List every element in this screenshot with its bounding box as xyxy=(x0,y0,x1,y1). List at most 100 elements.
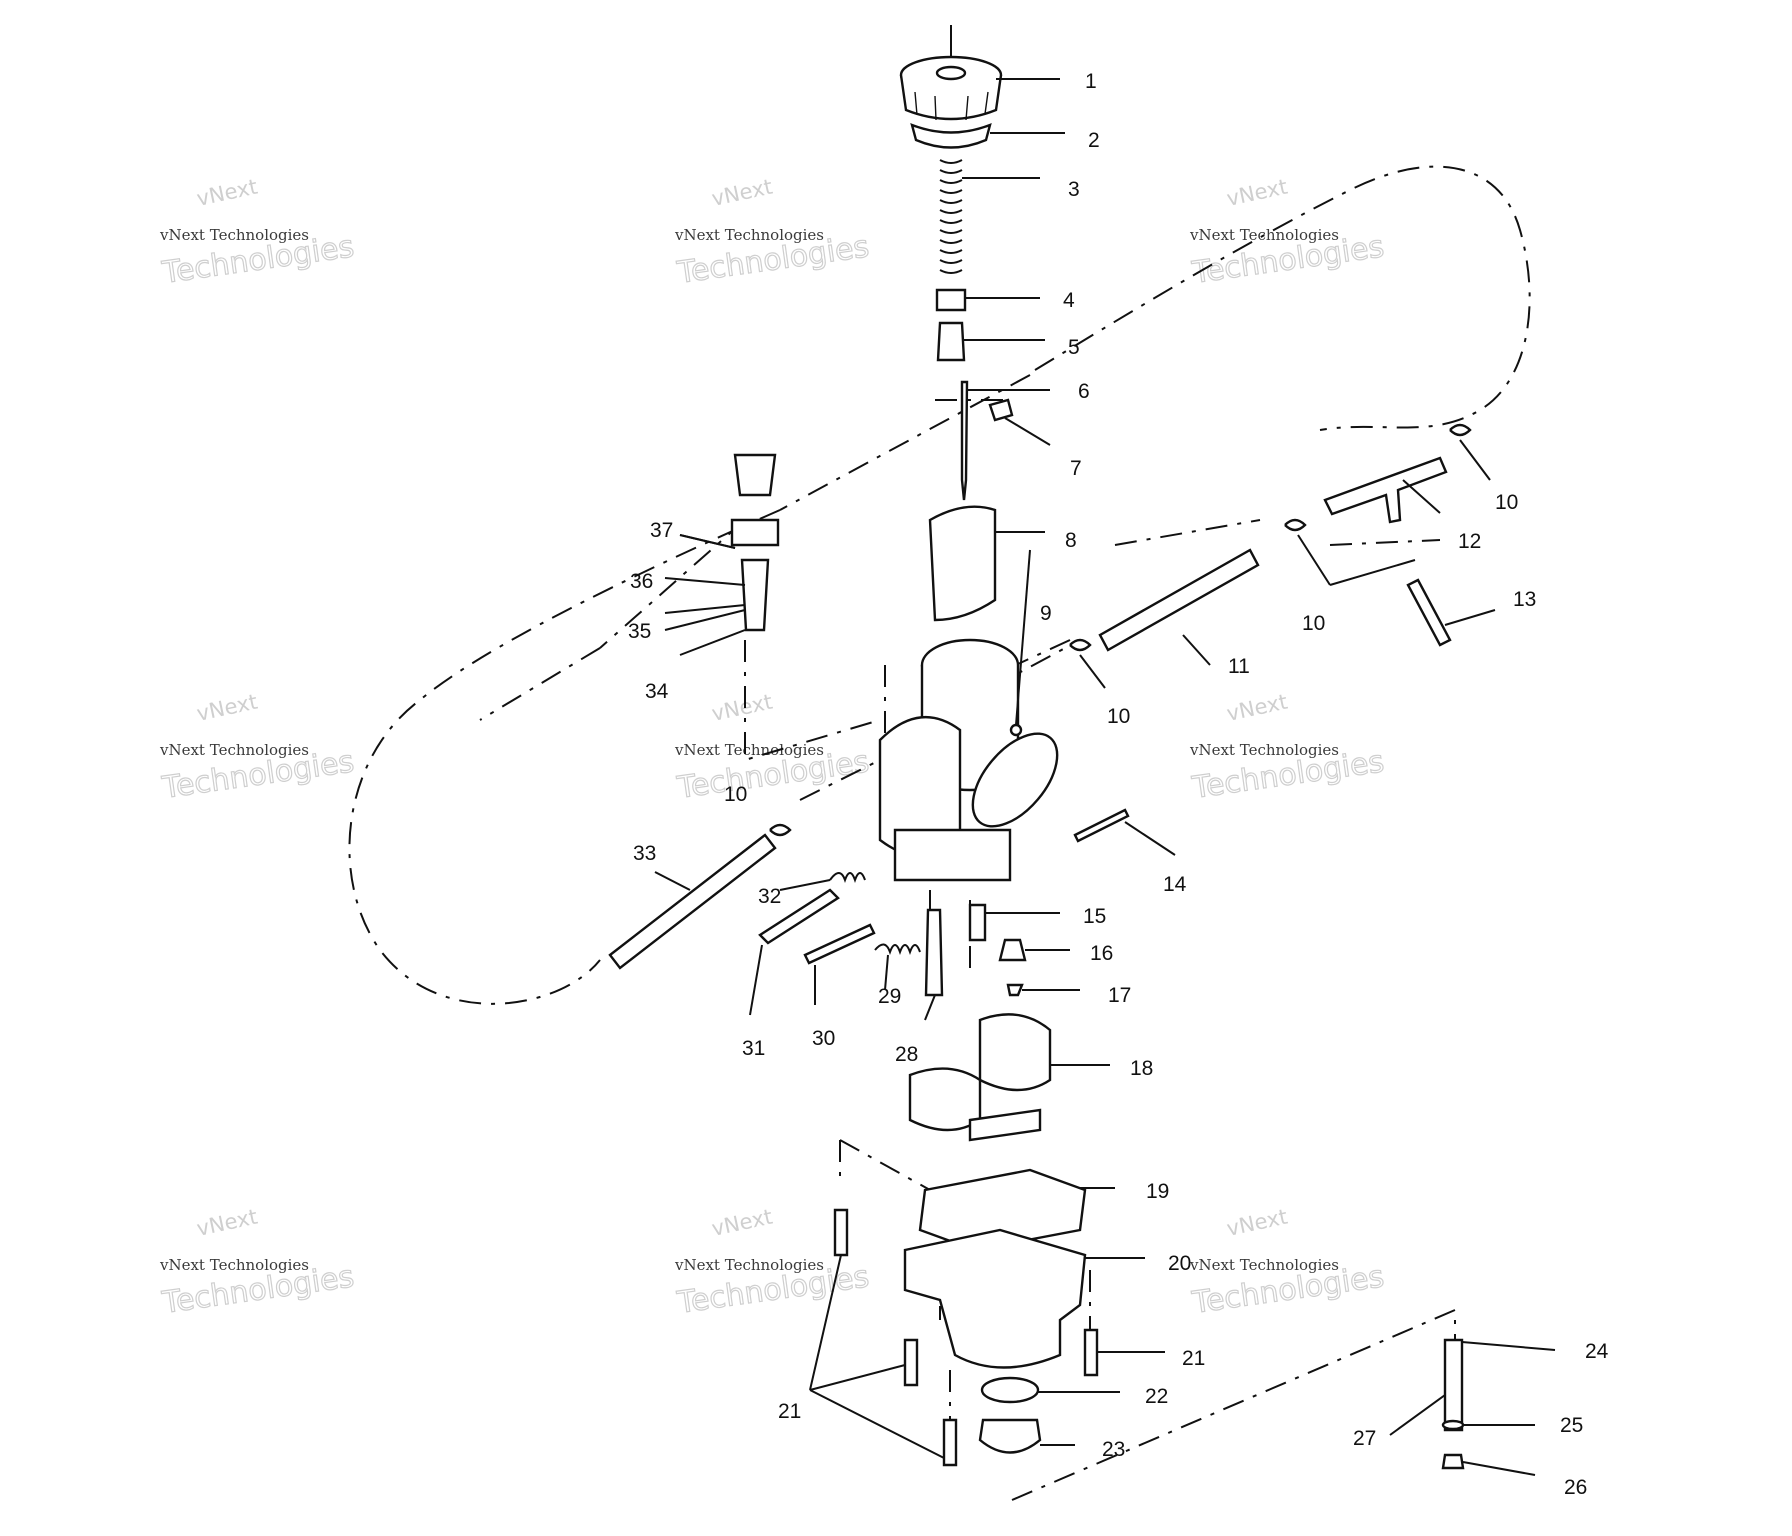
part-label: 25 xyxy=(1560,1414,1583,1437)
collar-part xyxy=(910,123,992,149)
retainer-part xyxy=(935,288,967,312)
part-label: 2 xyxy=(1088,129,1100,152)
watermark-line2: vNext Technologies xyxy=(674,1256,824,1274)
watermark-line1: vNext xyxy=(710,1205,775,1241)
part-label: 10 xyxy=(1302,612,1325,635)
spring-part-32 xyxy=(829,872,866,883)
part-label: 3 xyxy=(1068,178,1080,201)
tube-part-24 xyxy=(1443,1338,1464,1432)
fuel-hose-part xyxy=(1098,548,1260,652)
needle-holder-part xyxy=(936,321,966,362)
clip-part-17 xyxy=(1006,983,1024,997)
part-label: 16 xyxy=(1090,942,1113,965)
part-label: 5 xyxy=(1068,336,1080,359)
part-label: 27 xyxy=(1353,1427,1376,1450)
part-label: 21 xyxy=(1182,1347,1205,1370)
part-label: 11 xyxy=(1228,655,1250,678)
watermark: vNext vNext Technologies Technologies xyxy=(674,175,872,292)
part-label: 6 xyxy=(1078,380,1090,403)
part-label: 19 xyxy=(1146,1180,1169,1203)
screw-part-21 xyxy=(1083,1328,1099,1377)
watermark-line2: vNext Technologies xyxy=(159,226,309,244)
part-label: 7 xyxy=(1070,457,1082,480)
gasket-part xyxy=(918,1168,1087,1252)
part-label: 14 xyxy=(1163,873,1187,896)
part-label: 23 xyxy=(1102,1438,1125,1461)
washer-part-25 xyxy=(1441,1419,1465,1431)
part-label: 35 xyxy=(628,620,651,643)
watermark-line1: vNext xyxy=(1225,1205,1290,1241)
clamp-part xyxy=(1284,518,1307,532)
leader-lines xyxy=(654,78,1556,1476)
screw-part-30 xyxy=(803,923,876,965)
clamp-part xyxy=(1449,423,1472,437)
watermark: vNext vNext Technologies Technologies xyxy=(159,175,357,292)
watermark-line2: vNext Technologies xyxy=(1189,1256,1339,1274)
part-label: 1 xyxy=(1085,70,1097,93)
part-label: 30 xyxy=(812,1027,835,1050)
screw-part-9 xyxy=(1009,723,1023,737)
part-label: 36 xyxy=(630,570,653,593)
part-label: 34 xyxy=(645,680,669,703)
float-part xyxy=(978,1013,1052,1092)
watermark: vNext vNext Technologies Technologies xyxy=(159,1205,357,1322)
part-label: 18 xyxy=(1130,1057,1153,1080)
cap-part xyxy=(899,25,1003,121)
plug-part-26 xyxy=(1441,1453,1465,1470)
choke-cap-part xyxy=(733,453,777,497)
part-label: 21 xyxy=(778,1400,801,1423)
part-label: 15 xyxy=(1083,905,1106,928)
part-label: 32 xyxy=(758,885,781,908)
clip-part xyxy=(988,398,1014,422)
watermark-line1: vNext xyxy=(710,175,775,211)
part-label: 8 xyxy=(1065,529,1077,552)
watermark-line1: vNext xyxy=(195,690,260,726)
part-label: 10 xyxy=(1107,705,1130,728)
watermark: vNext vNext Technologies Technologies xyxy=(1189,690,1387,807)
watermark-line1: vNext xyxy=(195,175,260,211)
hose-part-33 xyxy=(608,833,777,970)
part-label: 31 xyxy=(742,1037,765,1060)
spring-part-29 xyxy=(874,943,921,955)
part-label: 20 xyxy=(1168,1252,1191,1275)
throttle-slide-part xyxy=(928,505,997,622)
screw-part-21 xyxy=(903,1338,919,1387)
watermark-line2: vNext Technologies xyxy=(159,1256,309,1274)
part-label: 9 xyxy=(1040,602,1052,625)
float-bowl-part xyxy=(903,1228,1087,1369)
watermark: vNext vNext Technologies Technologies xyxy=(674,690,872,807)
adjust-screw-part xyxy=(758,888,840,945)
vent-tube-part xyxy=(1406,578,1452,647)
needle-part xyxy=(960,380,969,501)
watermark: vNext vNext Technologies Technologies xyxy=(1189,175,1387,292)
parts xyxy=(608,25,1472,1470)
part-label: 17 xyxy=(1108,984,1131,1007)
screw-part-21 xyxy=(833,1208,849,1257)
choke-plunger-part xyxy=(740,558,770,632)
part-label: 10 xyxy=(724,783,747,806)
part-label: 28 xyxy=(895,1043,918,1066)
part-label: 13 xyxy=(1513,588,1536,611)
float-arm-part xyxy=(968,1108,1042,1142)
jet-part-15 xyxy=(968,903,987,942)
watermark-line2: vNext Technologies xyxy=(674,226,824,244)
watermark-line1: vNext xyxy=(195,1205,260,1241)
o-ring-part xyxy=(980,1376,1040,1404)
tee-fitting-part xyxy=(1323,456,1448,524)
watermarks: vNext vNext Technologies Technologies vN… xyxy=(159,175,1387,1322)
needle-valve-part xyxy=(998,938,1027,962)
watermark-line2: vNext Technologies xyxy=(674,741,824,759)
watermark: vNext vNext Technologies Technologies xyxy=(159,690,357,807)
part-label: 37 xyxy=(650,519,673,542)
spring-part xyxy=(939,159,963,274)
part-label: 24 xyxy=(1585,1340,1609,1363)
watermark: vNext vNext Technologies Technologies xyxy=(1189,1205,1387,1322)
screw-part-21 xyxy=(942,1418,958,1467)
watermark-line1: vNext xyxy=(710,690,775,726)
pin-part xyxy=(1073,808,1130,843)
jet-part-28 xyxy=(924,908,944,997)
part-label: 4 xyxy=(1063,289,1075,312)
part-label: 33 xyxy=(633,842,656,865)
watermark-line1: vNext xyxy=(1225,690,1290,726)
